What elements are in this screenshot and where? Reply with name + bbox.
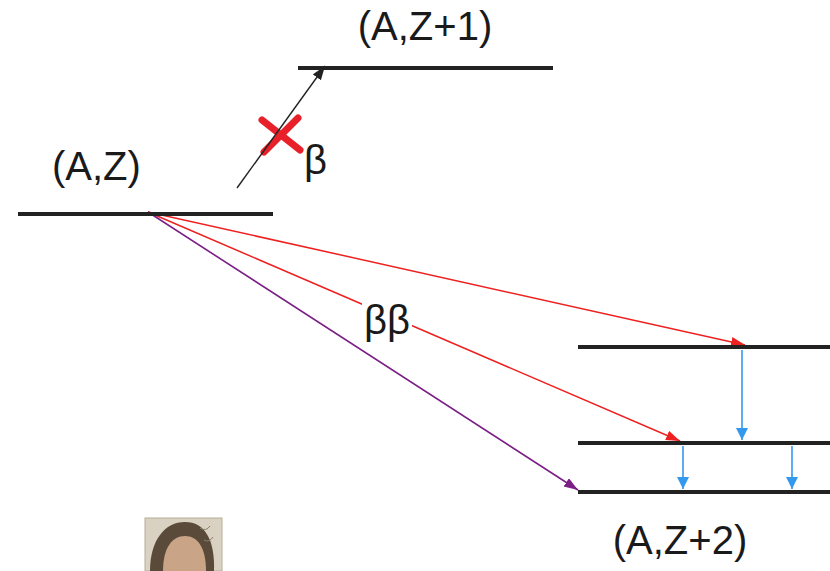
portrait-photo — [145, 518, 222, 571]
level-line — [578, 490, 830, 494]
decay-arrow — [148, 212, 680, 441]
level-line — [578, 441, 830, 445]
energy-level: (A,Z+2) — [578, 345, 830, 565]
decay-label: ββ — [362, 300, 412, 340]
level-line — [578, 345, 830, 349]
forbidden-cross — [262, 118, 300, 152]
decay-arrow — [148, 212, 745, 345]
decay-label: β — [302, 140, 329, 180]
gamma-transitions — [683, 350, 792, 489]
energy-level: (A,Z+1) — [298, 4, 553, 70]
decay-arrow — [148, 212, 578, 490]
energy-level: (A,Z) — [18, 146, 273, 216]
level-label: (A,Z) — [52, 146, 141, 186]
level-label: (A,Z+2) — [613, 520, 747, 560]
level-label: (A,Z+1) — [358, 6, 492, 46]
